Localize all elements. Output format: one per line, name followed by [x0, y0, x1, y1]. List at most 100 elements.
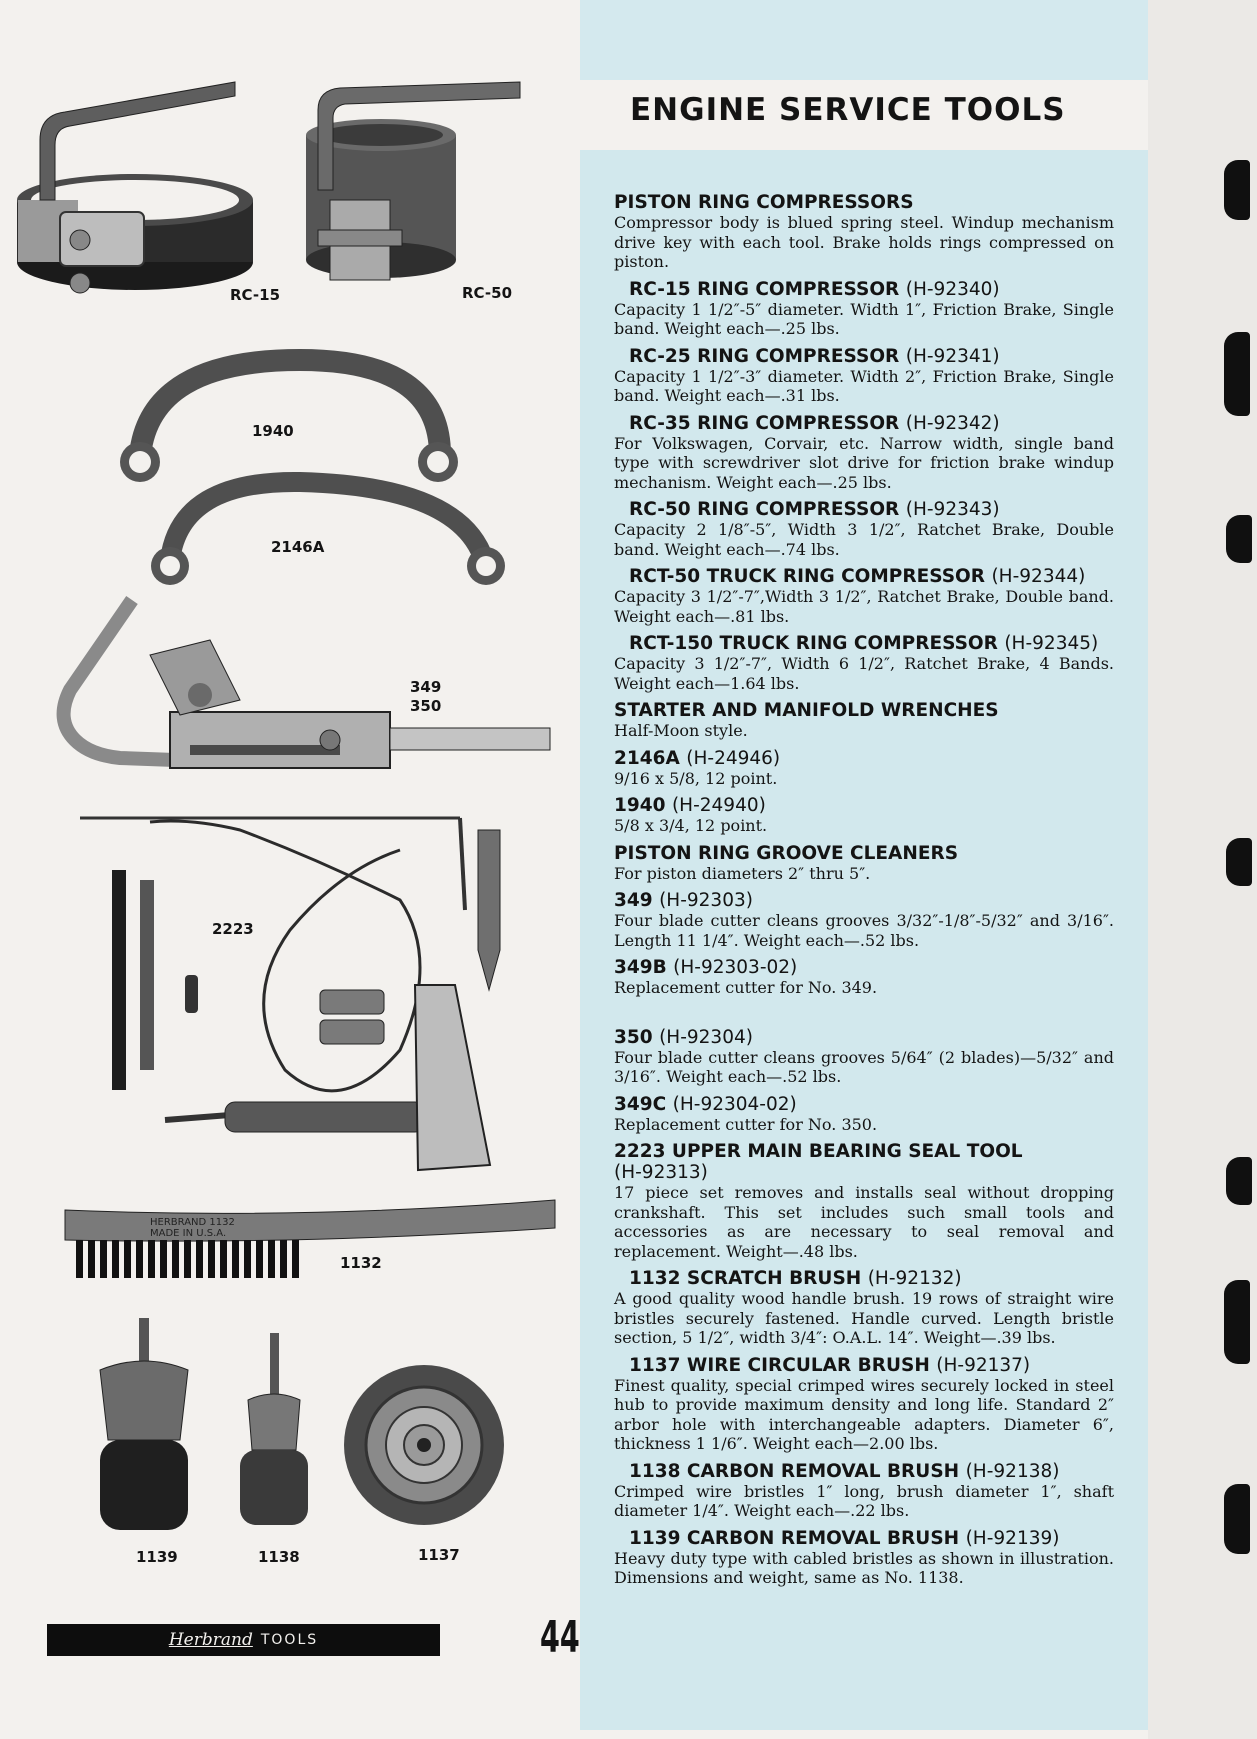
- product-list: PISTON RING COMPRESSORS Compressor body …: [614, 192, 1114, 1595]
- entry-1137: 1137 WIRE CIRCULAR BRUSH (H-92137) Fines…: [614, 1355, 1114, 1454]
- binder-hole: [1224, 1484, 1250, 1554]
- tool-illustrations: HERBRAND 1132 MADE IN U.S.A.: [17, 81, 556, 1530]
- entry-description: Replacement cutter for No. 349.: [614, 978, 878, 997]
- entry-description: 17 piece set removes and installs seal w…: [614, 1183, 1114, 1261]
- part-number: (H-24940): [671, 795, 766, 816]
- part-number: (H-92341): [905, 345, 1000, 367]
- entry-heading: RC-15 RING COMPRESSOR (H-92340): [629, 278, 1000, 300]
- brush-1139-illustration: [99, 1318, 189, 1530]
- entry-heading: RCT-150 TRUCK RING COMPRESSOR (H-92345): [629, 633, 1099, 654]
- entry-heading: PISTON RING COMPRESSORS: [614, 192, 914, 213]
- brand-logo: Herbrand: [168, 1630, 253, 1650]
- part-number: (H-92342): [905, 412, 1000, 434]
- entry-heading: 2146A (H-24946): [614, 747, 781, 769]
- entry-heading: 1132 SCRATCH BRUSH (H-92132): [629, 1268, 962, 1289]
- label-rc50: RC-50: [462, 284, 513, 302]
- part-number: (H-92343): [905, 499, 1000, 520]
- entry-heading: 1940 (H-24940): [614, 795, 766, 816]
- seal-tool-set-illustration: [80, 816, 501, 1172]
- binder-hole: [1224, 1280, 1250, 1364]
- label-349: 349: [410, 678, 442, 696]
- label-1940: 1940: [252, 422, 294, 440]
- wrench-1940-illustration: [129, 348, 451, 457]
- binder-hole: [1224, 160, 1250, 220]
- part-number: (H-92303): [659, 890, 753, 911]
- wrench-2146a-illustration: [160, 471, 494, 564]
- entry-description: Compressor body is blued spring steel. W…: [614, 213, 1114, 271]
- entry-heading: 350 (H-92304): [614, 1026, 753, 1048]
- entry-2223: 2223 UPPER MAIN BEARING SEAL TOOL(H-9231…: [614, 1141, 1114, 1261]
- label-1139: 1139: [136, 1548, 178, 1566]
- entry-description: Capacity 3 1/2″-7″, Width 6 1/2″, Ratche…: [614, 654, 1114, 693]
- groove-cleaner-illustration: [56, 596, 551, 769]
- page-title: ENGINE SERVICE TOOLS: [630, 92, 1066, 128]
- scratch-brush-illustration: HERBRAND 1132 MADE IN U.S.A.: [64, 1199, 556, 1278]
- page-number: 44: [540, 1612, 580, 1663]
- brand-tools-label: TOOLS: [260, 1632, 319, 1648]
- binder-hole: [1224, 332, 1250, 416]
- entry-heading: RC-50 RING COMPRESSOR (H-92343): [629, 499, 1000, 520]
- rc50-compressor-illustration: [306, 81, 521, 281]
- part-number: (H-92139): [965, 1527, 1060, 1549]
- part-number: (H-92344): [991, 566, 1086, 587]
- entry-description: Finest quality, special crimped wires se…: [614, 1375, 1114, 1454]
- part-number: (H-92303-02): [673, 957, 798, 978]
- label-350: 350: [410, 697, 442, 715]
- entry-rc25: RC-25 RING COMPRESSOR (H-92341) Capacity…: [614, 346, 1114, 406]
- entry-description: Capacity 1 1/2″-5″ diameter. Width 1″, F…: [614, 299, 1114, 339]
- brush-stamp-line1: HERBRAND 1132: [150, 1217, 235, 1228]
- entry-description: Capacity 1 1/2″-3″ diameter. Width 2″, F…: [614, 366, 1114, 406]
- label-1138: 1138: [258, 1548, 300, 1566]
- part-number: (H-24946): [686, 747, 781, 769]
- entry-description: For piston diameters 2″ thru 5″.: [614, 863, 871, 883]
- entry-description: Four blade cutter cleans grooves 5/64″ (…: [614, 1047, 1114, 1087]
- entry-description: Replacement cutter for No. 350.: [614, 1114, 878, 1134]
- binder-hole: [1226, 515, 1252, 563]
- entry-heading: STARTER AND MANIFOLD WRENCHES: [614, 700, 999, 721]
- part-number: (H-92304): [659, 1026, 753, 1048]
- part-number: (H-92304-02): [672, 1093, 797, 1115]
- entry-heading: RC-35 RING COMPRESSOR (H-92342): [629, 412, 1000, 434]
- entry-description: Crimped wire bristles 1″ long, brush dia…: [614, 1481, 1114, 1521]
- entry-heading: RCT-50 TRUCK RING COMPRESSOR (H-92344): [629, 566, 1086, 587]
- entry-rc15: RC-15 RING COMPRESSOR (H-92340) Capacity…: [614, 279, 1114, 339]
- entry-350: 350 (H-92304) Four blade cutter cleans g…: [614, 1027, 1114, 1087]
- label-rc15: RC-15: [230, 286, 281, 304]
- entry-rct50: RCT-50 TRUCK RING COMPRESSOR (H-92344) C…: [614, 566, 1114, 626]
- part-number: (H-92345): [1004, 633, 1099, 654]
- entry-description: Heavy duty type with cabled bristles as …: [614, 1548, 1114, 1588]
- entry-heading: 349 (H-92303): [614, 890, 753, 911]
- entry-description: For Volkswagen, Corvair, etc. Narrow wid…: [614, 433, 1114, 492]
- entry-349c: 349C (H-92304-02) Replacement cutter for…: [614, 1094, 1114, 1135]
- part-number: (H-92340): [905, 278, 1000, 300]
- binder-hole: [1226, 838, 1252, 886]
- entry-2146a: 2146A (H-24946) 9/16 x 5/8, 12 point.: [614, 748, 1114, 789]
- entry-heading: 1139 CARBON REMOVAL BRUSH (H-92139): [629, 1527, 1060, 1549]
- brush-1138-illustration: [240, 1333, 308, 1525]
- entry-starter-manifold-wrenches: STARTER AND MANIFOLD WRENCHES Half-Moon …: [614, 700, 1114, 741]
- entry-heading: 2223 UPPER MAIN BEARING SEAL TOOL(H-9231…: [614, 1141, 1023, 1183]
- entry-349b: 349B (H-92303-02) Replacement cutter for…: [614, 957, 1114, 998]
- entry-description: 9/16 x 5/8, 12 point.: [614, 768, 778, 788]
- entry-rc35: RC-35 RING COMPRESSOR (H-92342) For Volk…: [614, 413, 1114, 493]
- label-1132: 1132: [340, 1254, 382, 1272]
- entry-1139: 1139 CARBON REMOVAL BRUSH (H-92139) Heav…: [614, 1528, 1114, 1588]
- entry-1138: 1138 CARBON REMOVAL BRUSH (H-92138) Crim…: [614, 1461, 1114, 1521]
- entry-1940: 1940 (H-24940) 5/8 x 3/4, 12 point.: [614, 795, 1114, 836]
- entry-heading: RC-25 RING COMPRESSOR (H-92341): [629, 345, 1000, 367]
- entry-rct150: RCT-150 TRUCK RING COMPRESSOR (H-92345) …: [614, 633, 1114, 693]
- part-number: (H-92138): [965, 1460, 1060, 1482]
- entry-heading: 1138 CARBON REMOVAL BRUSH (H-92138): [629, 1460, 1060, 1482]
- entry-description: A good quality wood handle brush. 19 row…: [614, 1289, 1114, 1347]
- part-number: (H-92313): [614, 1162, 708, 1183]
- entry-1132: 1132 SCRATCH BRUSH (H-92132) A good qual…: [614, 1268, 1114, 1348]
- entry-description: Four blade cutter cleans grooves 3/32″-1…: [614, 911, 1114, 950]
- entry-heading: 349B (H-92303-02): [614, 957, 798, 978]
- entry-heading: 349C (H-92304-02): [614, 1093, 797, 1115]
- entry-groove-cleaners: PISTON RING GROOVE CLEANERS For piston d…: [614, 843, 1114, 884]
- entry-heading: PISTON RING GROOVE CLEANERS: [614, 842, 959, 864]
- entry-description: Capacity 3 1/2″-7″,Width 3 1/2″, Ratchet…: [614, 587, 1114, 626]
- part-number: (H-92132): [867, 1268, 962, 1289]
- label-2146a: 2146A: [271, 538, 325, 556]
